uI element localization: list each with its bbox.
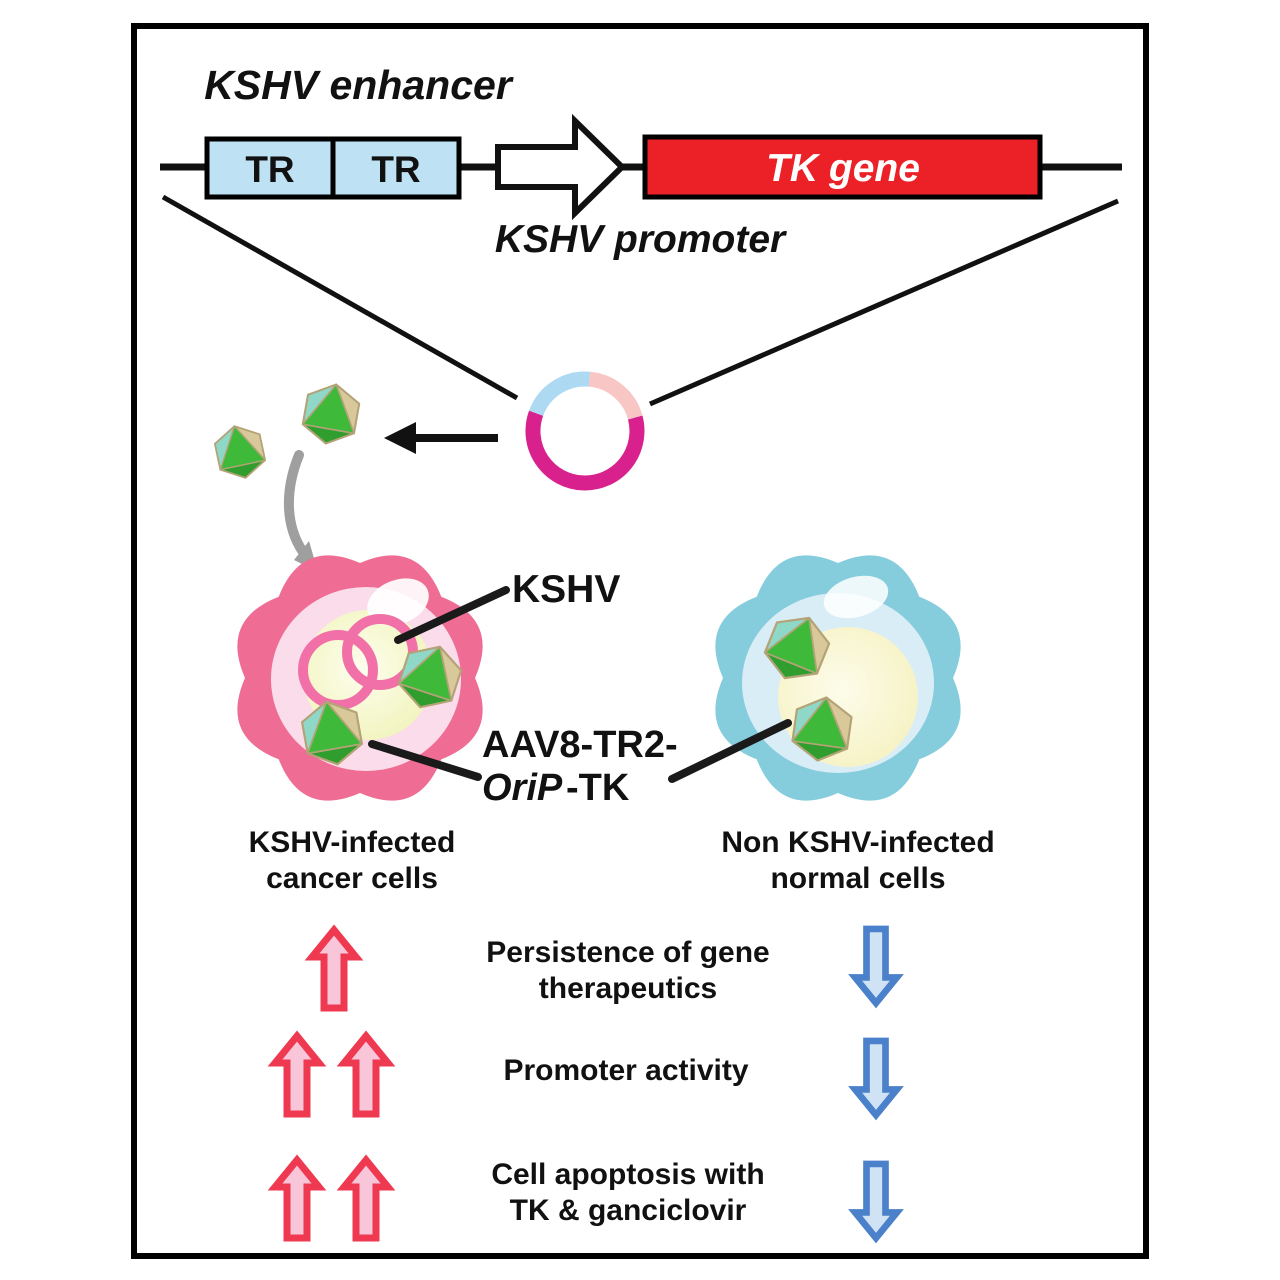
plasmid-icon: [525, 371, 645, 491]
infected-cell-highlight: [367, 578, 429, 626]
normal-cell-caption-line1: Non KSHV-infected: [721, 826, 994, 859]
outcome-label-line1: Persistence of gene: [486, 936, 769, 969]
plasmid-segment-pink: [588, 371, 643, 420]
packaging-arrow: [384, 422, 498, 454]
aav-leader-line-left: [368, 740, 482, 781]
tr-label-2: TR: [371, 149, 420, 190]
kshv-enhancer-label: KSHV enhancer: [204, 62, 514, 108]
aav-annotation-tk: -TK: [566, 767, 630, 809]
kshv-promoter-label: KSHV promoter: [495, 218, 787, 261]
outcome-label-line2: therapeutics: [539, 972, 717, 1005]
gene-construct: KSHV enhancer TR TR TK gene KSHV promote…: [160, 62, 1122, 261]
aav-annotation-orip: OriP: [482, 767, 563, 809]
outcome-row-persistence: Persistence of gene therapeutics: [312, 929, 897, 1008]
outcome-row-promoter: Promoter activity: [275, 1036, 897, 1115]
outcome-row-apoptosis: Cell apoptosis with TK & ganciclovir: [275, 1158, 897, 1238]
tr-box-2: [330, 136, 462, 200]
plasmid-segment-blue: [529, 371, 591, 417]
kshv-leader-line: [394, 586, 510, 644]
plasmid-ring-magenta: [525, 410, 645, 491]
kshv-annotation-label: KSHV: [512, 568, 620, 611]
zoom-line-right: [649, 198, 1119, 407]
aav-leader-line-right: [668, 719, 792, 783]
normal-cell-caption-line2: normal cells: [770, 862, 945, 895]
infected-cell-caption-line2: cancer cells: [266, 862, 438, 895]
tk-gene-label: TK gene: [766, 147, 920, 190]
normal-cell-highlight: [823, 575, 889, 619]
tk-gene-box: [642, 134, 1043, 200]
infected-cell-caption-line1: KSHV-infected: [249, 826, 456, 859]
packaging-arrowhead-icon: [384, 422, 416, 454]
tr-label-1: TR: [245, 149, 294, 190]
normal-cell: [715, 555, 961, 801]
aav-annotation-line1: AAV8-TR2-: [482, 724, 678, 766]
outcome-label-line2: TK & ganciclovir: [510, 1194, 747, 1227]
promoter-block-arrow-icon: [495, 113, 627, 221]
outcome-label-line1: Cell apoptosis with: [491, 1158, 764, 1191]
outcome-label-line1: Promoter activity: [503, 1054, 748, 1087]
tr-box-1: [204, 136, 336, 200]
zoom-line-left: [161, 194, 519, 401]
